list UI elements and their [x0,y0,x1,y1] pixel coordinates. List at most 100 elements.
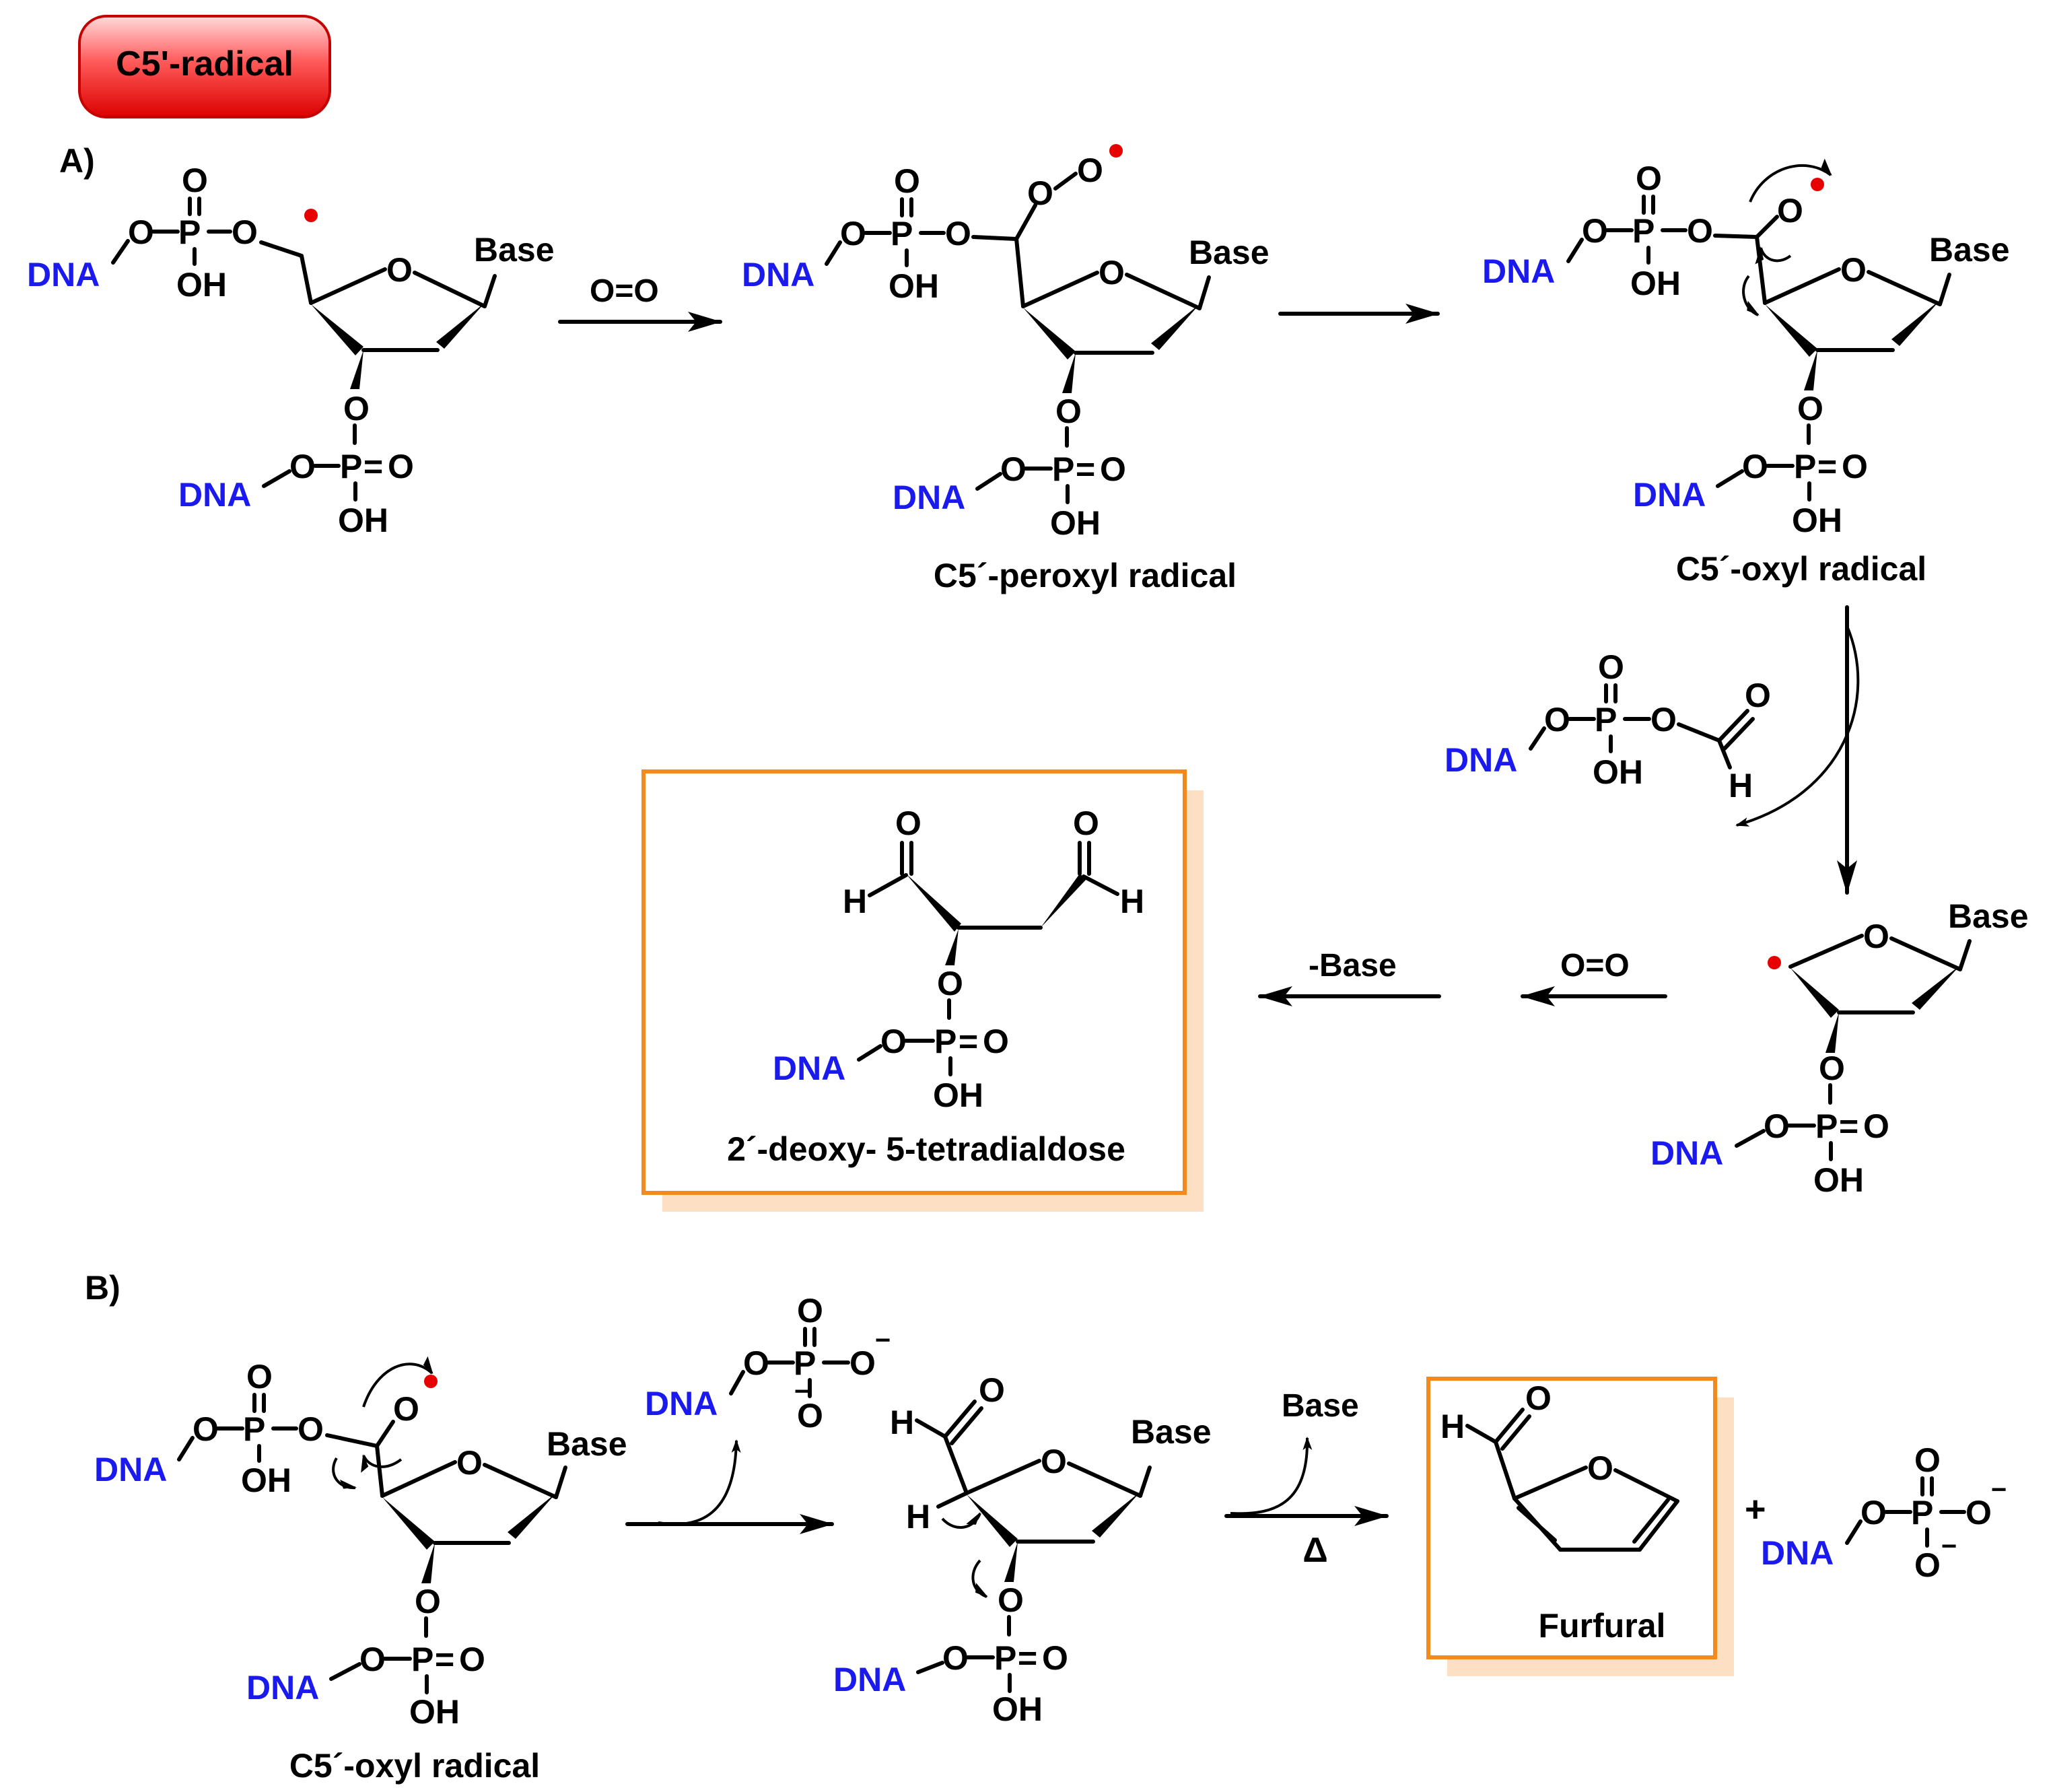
atom-o: O [983,1023,1009,1060]
arrow-oxygen-addition: O=O [558,273,722,332]
atom-o: O [1842,448,1868,485]
atom-o: O [1073,804,1099,842]
electron-arrow [1755,246,1792,265]
atom-oh: OH [409,1693,460,1731]
atom-oh: OH [933,1076,983,1114]
side-product-arrow [1735,625,1860,827]
atom-p: P [794,1344,816,1382]
atom-o: O [1819,1049,1845,1087]
atom-o: O [979,1371,1005,1409]
atom-p: P [891,215,913,252]
reagent-base: Base [1282,1388,1359,1424]
arrow-oxygen-addition-2: O=O [1521,948,1667,1006]
charge-minus: − [875,1325,891,1355]
atom-o: O [1650,701,1677,738]
atom-oh: OH [241,1461,291,1499]
structure-oxyl-radical-a: DNA O P O OH O O O Base O P O DNA [1482,158,2010,588]
structure-furfural: H O O Furfural [1440,1379,1679,1645]
base-label: Base [1929,231,2010,269]
atom-o: O [1000,450,1026,488]
radical-dot [1811,178,1824,191]
atom-o: O [1598,648,1624,686]
atom-h: H [1729,767,1753,804]
atom-p: P [178,213,201,251]
atom-o: O [415,1583,441,1620]
atom-o: O [1777,192,1803,230]
reagent-oxygen: O=O [1560,948,1630,984]
dna-label: DNA [94,1451,167,1488]
atom-oh: OH [992,1690,1043,1728]
arrow-base-elimination: Base Δ [1224,1388,1389,1570]
ring-oxygen: O [386,251,413,289]
arrow-fragmentation [1735,605,1860,895]
reagent-oxygen: O=O [590,273,659,309]
ring-oxygen: O [456,1444,483,1482]
atom-o: O [998,1581,1024,1619]
atom-o: O [246,1358,273,1395]
atom-oh: OH [889,267,939,305]
dna-label: DNA [178,476,251,514]
ring-oxygen: O [1840,251,1867,289]
release-arrow [658,1439,741,1526]
label-furfural: Furfural [1539,1607,1666,1645]
atom-oh: OH [1050,504,1101,542]
electron-arrow [1749,158,1832,203]
atom-o: O [232,213,258,251]
base-label: Base [547,1425,627,1463]
box-frame [1426,1377,1717,1659]
atom-o: O [895,804,921,842]
atom-o: O [1100,450,1126,488]
reagent-heat: Δ [1302,1531,1327,1570]
atom-oh: OH [1593,753,1643,791]
atom-eq: = [959,1023,978,1060]
structure-phosphate-released: DNA O P O O − O − [645,1292,891,1435]
atom-h: H [906,1498,930,1536]
atom-o: O [459,1641,485,1678]
dna-label: DNA [1633,476,1706,514]
atom-eq: = [1076,450,1095,488]
dna-label: DNA [645,1385,718,1422]
electron-arrow [971,1559,988,1598]
atom-p: P [243,1410,265,1448]
atom-o: O [182,162,208,199]
atom-o: O [289,448,316,485]
structure-tetradialdose: O H O H O P O DNA = O OH 2´-deoxy- 5-tet… [727,804,1144,1168]
atom-eq: = [1817,448,1837,485]
ring-oxygen: O [1041,1443,1067,1480]
atom-o: O [1764,1107,1790,1145]
atom-o: O [193,1410,219,1448]
atom-o: O [1745,677,1771,714]
atom-p: P [1911,1494,1933,1531]
ring-oxygen: O [1587,1449,1613,1487]
base-label: Base [1131,1413,1212,1451]
atom-o: O [1860,1494,1887,1531]
panel-b-label: B) [85,1269,120,1307]
atom-o: O [343,390,370,427]
dna-label: DNA [1650,1134,1723,1172]
atom-eq: = [1018,1639,1037,1677]
dna-label: DNA [1445,741,1517,779]
electron-arrow [1742,275,1760,316]
atom-h: H [843,883,867,920]
structure-c5-radical: DNA O P O OH O O Base O P O DNA = O [27,162,555,539]
atom-o: O [942,1639,969,1677]
atom-h: H [890,1404,914,1441]
atom-h: H [1120,883,1144,920]
structure-c4-radical: O Base O P O DNA = O OH [1650,897,2029,1199]
atom-o: O [1914,1441,1941,1479]
structure-phosphate-product: DNA O P O O − O − [1761,1441,2007,1584]
atom-o: O [1797,390,1823,427]
atom-oh: OH [1813,1161,1864,1199]
radical-dot [424,1375,438,1388]
dna-label: DNA [833,1661,906,1698]
atom-o: O [1027,174,1053,212]
atom-o: O [797,1397,823,1435]
radical-dot [304,209,318,222]
atom-p: P [1632,212,1655,250]
atom-p: P [934,1023,956,1060]
atom-o: O [797,1292,823,1330]
atom-o: O [388,448,414,485]
box-frame [641,769,1187,1195]
atom-o: O [937,965,963,1002]
atom-oh: OH [1792,502,1842,539]
